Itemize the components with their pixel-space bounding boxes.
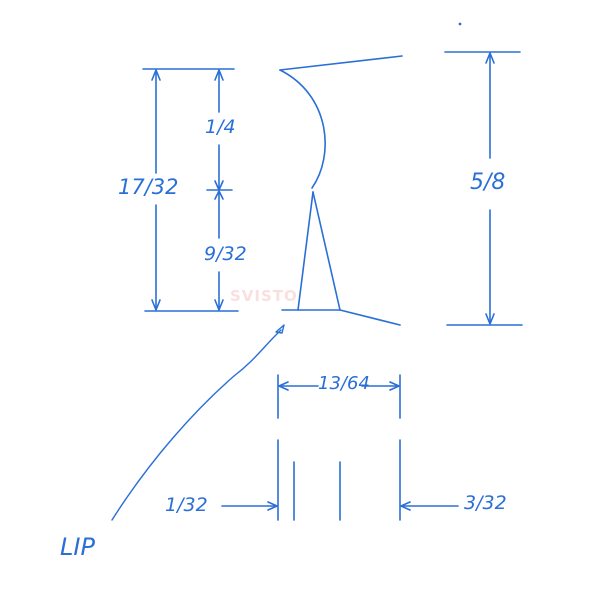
label-total-left: 17/32	[118, 175, 179, 199]
dimension-right-total	[444, 51, 523, 326]
profile-cove-curve	[279, 69, 326, 189]
profile-bead-left	[297, 191, 314, 311]
profile-bottom-line	[339, 309, 401, 326]
profile-outline	[279, 55, 403, 326]
label-side-right: 3/32	[464, 492, 507, 514]
label-lip: LIP	[60, 533, 95, 561]
label-lower-left: 9/32	[204, 243, 247, 265]
pen-dot	[458, 22, 462, 26]
profile-top-line	[279, 55, 403, 71]
label-upper-left: 1/4	[205, 116, 236, 138]
dimension-left-total	[142, 68, 239, 312]
label-total-right: 5/8	[470, 170, 506, 195]
dimension-bottom-strips	[221, 439, 459, 521]
label-width-top: 13/64	[318, 373, 370, 394]
watermark-logo: SVISTO	[230, 287, 298, 305]
profile-bead-right	[312, 191, 341, 311]
dimension-width	[277, 374, 401, 419]
dimension-left-split	[206, 69, 233, 311]
label-side-left: 1/32	[165, 494, 208, 516]
lip-leader	[111, 324, 285, 521]
